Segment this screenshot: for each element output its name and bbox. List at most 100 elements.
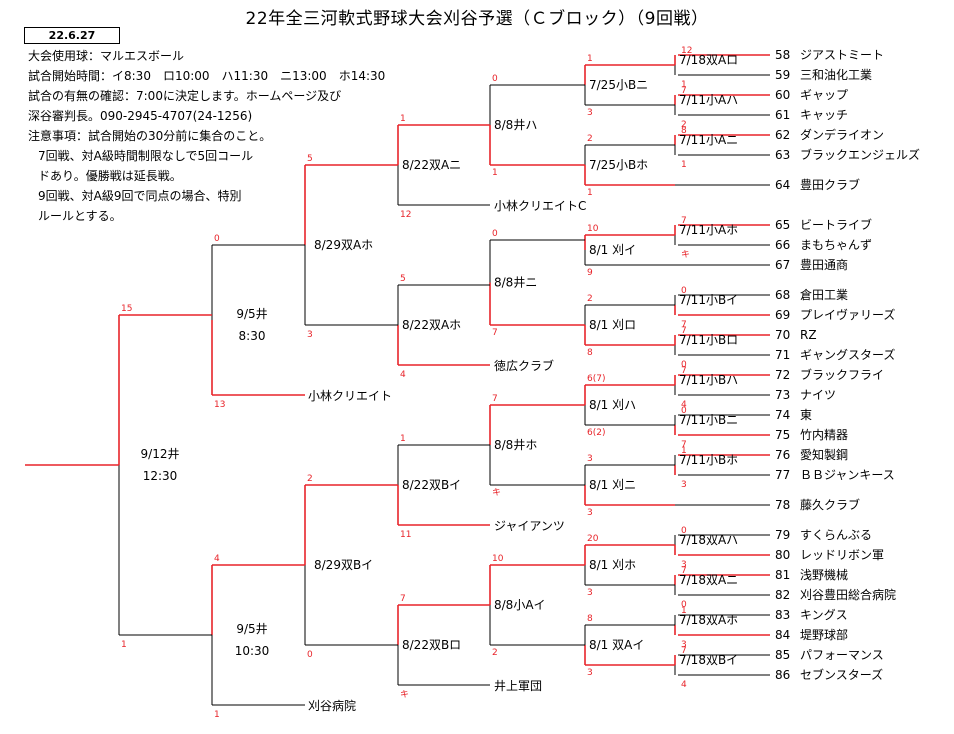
seed-team-name: 井上軍団 — [494, 679, 542, 693]
score: 7 — [681, 216, 687, 226]
score: 2 — [307, 474, 313, 484]
team-name: 堤野球部 — [800, 627, 848, 642]
team-name: ジアストミート — [800, 48, 884, 62]
score: 0 — [492, 74, 498, 84]
match-label: 8/8井ニ — [494, 276, 537, 290]
score: 0 — [681, 286, 687, 296]
match-label: 8/22双Bイ — [402, 478, 461, 492]
team-number: 64 — [775, 178, 790, 192]
score: 1 — [214, 710, 220, 720]
note-rule-7b: ドあり。優勝戦は延長戦。 — [38, 169, 182, 183]
score: 1 — [492, 168, 498, 178]
team-name: ナイツ — [800, 388, 836, 402]
team-name: セブンスターズ — [800, 667, 883, 682]
score: 2 — [681, 120, 687, 130]
match-label: 8/1 刈ロ — [589, 318, 636, 332]
team-name: 豊田クラブ — [800, 177, 860, 192]
score: 6(2) — [587, 428, 605, 438]
score: 9 — [587, 268, 593, 278]
match-label: 8/29双Aホ — [314, 238, 373, 252]
score: 1 — [400, 434, 406, 444]
score: 3 — [681, 560, 687, 570]
score: 1 — [681, 80, 687, 90]
date-label: 22.6.27 — [24, 27, 120, 44]
match-label: 7/11小Aニ — [679, 133, 738, 147]
note-start-times: 試合開始時間：イ8:30 ロ10:00 ハ11:30 ニ13:00 ホ14:30 — [28, 69, 386, 83]
match-label: 8/8小Aイ — [494, 598, 546, 612]
team-number: 79 — [775, 528, 790, 542]
score: 7 — [681, 366, 687, 376]
match-label: 8/22双Aニ — [402, 158, 461, 172]
score: 0 — [681, 600, 687, 610]
match-label: 7/11小Bニ — [679, 413, 738, 427]
score: 4 — [214, 554, 220, 564]
team-number: 71 — [775, 348, 790, 362]
team-name: ＢＢジャンキース — [800, 468, 895, 482]
team-name: 愛知製鋼 — [800, 448, 848, 462]
note-rule-9b: ルールとする。 — [38, 209, 122, 223]
score: 4 — [400, 370, 406, 380]
team-name: ダンデライオン — [800, 127, 884, 142]
team-name: まもちゃんず — [800, 238, 872, 252]
match-time: 12:30 — [143, 469, 178, 483]
score: 12 — [681, 46, 692, 56]
team-name: RZ — [800, 328, 817, 342]
team-number: 83 — [775, 608, 790, 622]
team-number: 69 — [775, 308, 790, 322]
team-number: 85 — [775, 648, 790, 662]
score: 7 — [681, 566, 687, 576]
team-number: 86 — [775, 668, 790, 682]
team-number: 72 — [775, 368, 790, 382]
match-time: 8:30 — [239, 329, 266, 343]
note-ball: 大会使用球：マルエスボール — [28, 49, 185, 63]
team-name: プレイヴァリーズ — [800, 307, 895, 322]
note-rule-9: 9回戦、対A級9回で同点の場合、特別 — [38, 189, 242, 203]
score: 2 — [492, 648, 498, 658]
match-label: 8/1 刈ニ — [589, 478, 636, 492]
score: 10 — [587, 224, 599, 234]
match-label: 9/5井 — [236, 622, 267, 636]
team-number: 75 — [775, 428, 790, 442]
match-label: 8/8井ハ — [494, 118, 537, 132]
match-label: 7/18双Aニ — [679, 573, 738, 587]
match-label: 8/1 刈イ — [589, 243, 636, 257]
page-title: 22年全三河軟式野球大会刈谷予選（Ｃブロック）（9回戦） — [245, 9, 709, 29]
team-number: 76 — [775, 448, 790, 462]
score: 8 — [681, 126, 687, 136]
score: 1 — [681, 446, 687, 456]
team-number: 58 — [775, 48, 790, 62]
score: 8 — [587, 348, 593, 358]
score: 1 — [681, 606, 687, 616]
team-number: 60 — [775, 88, 790, 102]
score: 2 — [587, 294, 593, 304]
match-label: 8/22双Aホ — [402, 318, 461, 332]
team-name: 竹内精器 — [800, 428, 848, 442]
match-label: 7/18双Bイ — [679, 653, 738, 667]
score: 1 — [400, 114, 406, 124]
score: 10 — [492, 554, 504, 564]
team-name: パフォーマンス — [800, 648, 884, 662]
score: 0 — [681, 360, 687, 370]
team-name: ギャップ — [800, 88, 848, 102]
note-caution: 注意事項：試合開始の30分前に集合のこと。 — [28, 129, 272, 143]
team-name: 東 — [800, 408, 812, 422]
match-label: 8/22双Bロ — [402, 638, 461, 652]
seed-team-name: 徳広クラブ — [494, 358, 554, 373]
score: キ — [400, 690, 409, 700]
score: キ — [681, 250, 690, 260]
note-contact: 深谷審判長。090-2945-4707(24-1256) — [28, 109, 253, 123]
score: 3 — [587, 588, 593, 598]
tournament-notes: 大会使用球：マルエスボール 試合開始時間：イ8:30 ロ10:00 ハ11:30… — [28, 46, 386, 226]
score: 11 — [400, 530, 411, 540]
team-name: キャッチ — [800, 108, 848, 122]
team-name: キングス — [800, 608, 848, 622]
score: 1 — [121, 640, 127, 650]
score: 0 — [492, 229, 498, 239]
score: 3 — [307, 330, 313, 340]
team-name: レッドリボン軍 — [800, 548, 884, 562]
team-number: 77 — [775, 468, 790, 482]
score: 3 — [587, 668, 593, 678]
team-name: 三和油化工業 — [800, 68, 872, 82]
match-label: 9/12井 — [141, 447, 180, 461]
